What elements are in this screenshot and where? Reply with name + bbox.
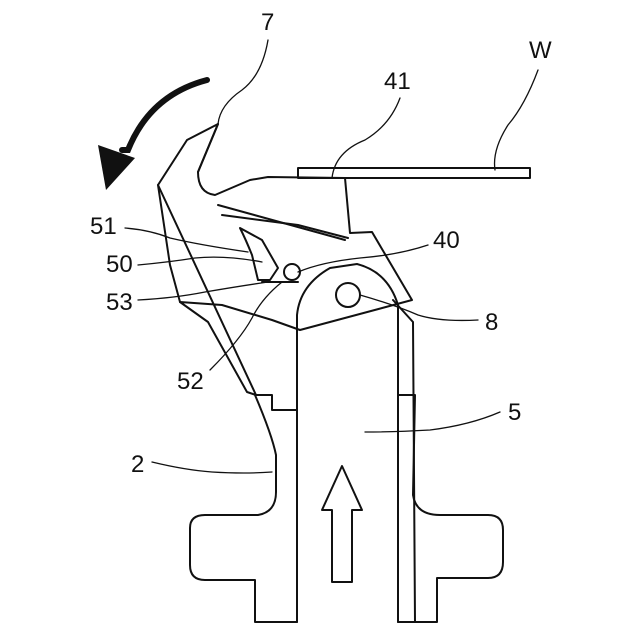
leader-lines	[125, 40, 538, 473]
label-5: 5	[508, 399, 521, 426]
label-8: 8	[485, 309, 498, 336]
lever-7	[158, 124, 412, 395]
up-arrow-icon	[322, 466, 362, 582]
base-part-2	[190, 395, 503, 622]
label-51: 51	[90, 213, 117, 240]
label-2: 2	[131, 451, 144, 478]
label-40: 40	[433, 227, 460, 254]
guide-slot-50	[240, 228, 300, 282]
curved-arrow-counterclockwise-icon	[98, 80, 207, 190]
label-53: 53	[106, 289, 133, 316]
label-w: W	[529, 37, 552, 64]
label-7: 7	[261, 9, 274, 36]
rod-5	[297, 264, 415, 622]
label-52: 52	[177, 368, 204, 395]
label-50: 50	[106, 251, 133, 278]
pin-8	[336, 283, 360, 307]
label-41: 41	[384, 68, 411, 95]
